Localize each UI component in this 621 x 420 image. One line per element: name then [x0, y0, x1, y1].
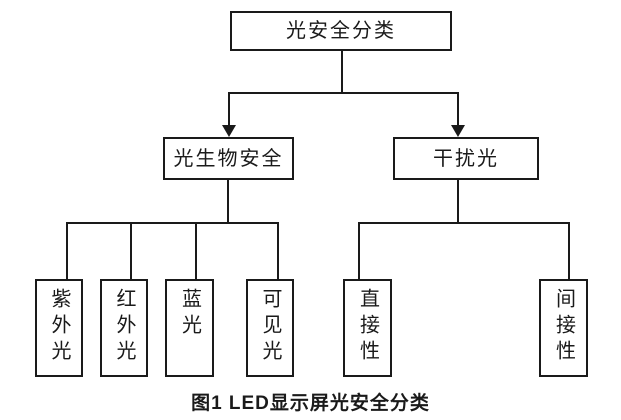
node-label: 光生物安全: [173, 147, 284, 170]
node-indirect: 间接性: [539, 279, 588, 377]
arrowhead-interference-icon: [451, 125, 465, 137]
node-photobiological-safety: 光生物安全: [163, 137, 294, 180]
connector-to-visible: [277, 222, 279, 279]
connector-bio-crossbar: [66, 222, 279, 224]
node-label: 可见光: [259, 288, 281, 366]
connector-to-indirect: [568, 222, 570, 279]
connector-bio-stem: [227, 180, 229, 224]
connector-to-blue: [195, 222, 197, 279]
node-label: 直接性: [356, 288, 379, 366]
node-light-safety-root: 光安全分类: [230, 11, 452, 51]
node-label: 蓝光: [178, 288, 201, 340]
node-label: 间接性: [552, 288, 575, 366]
connector-to-photobiological: [228, 92, 230, 127]
arrowhead-photobiological-icon: [222, 125, 236, 137]
node-interference-light: 干扰光: [393, 137, 539, 180]
node-label: 红外光: [113, 288, 135, 366]
connector-glare-crossbar: [358, 222, 570, 224]
node-direct: 直接性: [343, 279, 392, 377]
node-uv-light: 紫外光: [35, 279, 83, 377]
node-label: 干扰光: [433, 147, 499, 170]
connector-to-uv: [66, 222, 68, 279]
connector-to-infrared: [130, 222, 132, 279]
figure-caption: 图1 LED显示屏光安全分类: [191, 393, 430, 414]
connector-to-interference: [457, 92, 459, 127]
connector-to-direct: [358, 222, 360, 279]
connector-root-stem: [341, 51, 343, 93]
connector-root-crossbar: [228, 92, 459, 94]
node-visible-light: 可见光: [246, 279, 294, 377]
node-label: 紫外光: [48, 288, 70, 366]
node-blue-light: 蓝光: [165, 279, 214, 377]
connector-glare-stem: [457, 180, 459, 224]
node-label: 光安全分类: [286, 20, 396, 42]
node-infrared-light: 红外光: [100, 279, 148, 377]
